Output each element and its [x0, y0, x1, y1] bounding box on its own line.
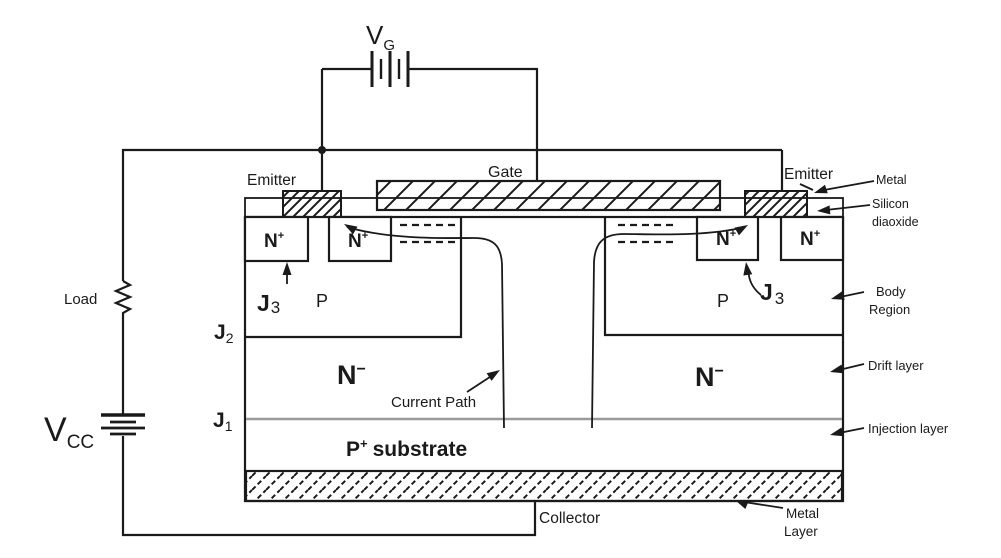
- wire-junction-dot: [318, 146, 326, 154]
- body-region-annotation-line1: Body: [876, 284, 906, 299]
- silicon-dioxide-annotation-line1: Silicon: [872, 197, 909, 211]
- p-left-label: P: [316, 291, 328, 311]
- silicon-dioxide-leader: [825, 204, 871, 211]
- metal-layer-annotation-line1: Metal: [786, 506, 819, 521]
- current-path-curves: [346, 226, 746, 429]
- p-body-right-boundary: [603, 218, 843, 337]
- j3-left-label: J3: [257, 290, 280, 317]
- metal-layer-leader: [743, 501, 784, 509]
- metal-leader: [823, 180, 875, 191]
- n-plus-region-1: [243, 215, 310, 263]
- injection-layer-leader: [838, 427, 865, 434]
- vcc-source-label: VCC: [44, 411, 94, 453]
- p-right-label: P: [717, 291, 729, 311]
- p-body-left-boundary: [245, 218, 463, 339]
- emitter-rail-wire: [121, 148, 782, 281]
- current-path-left: [346, 226, 505, 429]
- drift-layer-annotation: Drift layer: [868, 358, 924, 373]
- current-path-label: Current Path: [391, 394, 476, 411]
- n-plus-region-3: [695, 215, 760, 262]
- n-minus-left-label: N−: [337, 360, 366, 390]
- n-plus-label-2: N+: [348, 230, 368, 252]
- device-structure: [243, 179, 845, 503]
- vg-source-label: VG: [366, 20, 395, 54]
- metal-annotation: Metal: [876, 173, 907, 187]
- metal-layer-annotation-line2: Layer: [784, 524, 818, 539]
- collector-label: Collector: [539, 510, 600, 527]
- substrate-label: P+substrate: [346, 436, 467, 461]
- body-region-leader: [839, 291, 865, 298]
- circuit-wiring: [113, 67, 784, 537]
- collector-metal-layer: [244, 469, 844, 503]
- n-minus-right-label: N−: [695, 362, 724, 392]
- silicon-dioxide-annotation-line2: diaoxide: [872, 215, 919, 229]
- j1-label: J1: [213, 409, 233, 434]
- gate-label: Gate: [488, 164, 523, 181]
- n-plus-label-4: N+: [800, 228, 820, 250]
- emitter-right-label: Emitter: [784, 166, 833, 183]
- j2-label: J2: [214, 321, 234, 346]
- n-plus-region-2: [327, 215, 393, 263]
- n-plus-label-1: N+: [264, 230, 284, 252]
- load-label: Load: [64, 291, 97, 308]
- emitter-right-leader: [799, 183, 814, 191]
- emitter-metal-left: [282, 190, 342, 218]
- gate-electrode: [375, 179, 722, 212]
- emitter-left-label: Emitter: [247, 172, 296, 189]
- body-region-annotation-line2: Region: [869, 302, 910, 317]
- n-plus-label-3: N+: [716, 228, 736, 250]
- injection-layer-annotation: Injection layer: [868, 421, 949, 436]
- vcc-battery-symbol: [101, 413, 145, 436]
- channel-dashes: [400, 223, 674, 244]
- collector-return-wire: [121, 436, 537, 537]
- load-resistor-symbol: [113, 280, 133, 415]
- vg-battery-symbol: [370, 51, 410, 87]
- current-path-right: [591, 226, 746, 429]
- drift-layer-leader: [838, 363, 865, 371]
- emitter-metal-right: [744, 190, 808, 218]
- n-plus-region-4: [779, 215, 845, 262]
